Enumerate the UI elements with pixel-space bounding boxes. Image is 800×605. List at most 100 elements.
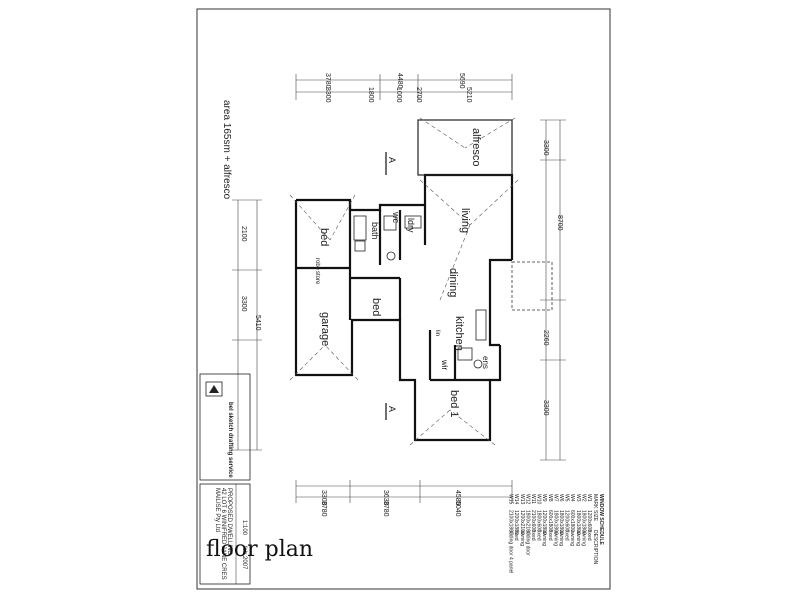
- schedule-header-cell: DESCRIPTION: [592, 530, 598, 565]
- schedule-cell: 1800x2100: [524, 510, 530, 535]
- section-marker-top: A: [387, 157, 397, 163]
- room-ens: ens: [481, 356, 490, 369]
- schedule-cell: 1200x1800: [541, 510, 547, 535]
- room-living: living: [459, 208, 471, 233]
- schedule-cell: 1200x2100: [519, 510, 525, 535]
- room-dining: dining: [447, 268, 459, 297]
- schedule-cell: 600x1800: [569, 510, 575, 532]
- schedule-title: WINDOW SCHEDULE: [598, 494, 604, 545]
- drafting-logo-icon: [205, 381, 223, 397]
- dim-bottom-inner-1: 3300: [320, 490, 327, 506]
- schedule-cell: fixed: [564, 530, 570, 541]
- schedule-cell: W11: [530, 494, 536, 504]
- alfresco-slab: [417, 119, 513, 176]
- schedule-cell: sliding door: [524, 530, 530, 556]
- dim-left-1: 2100: [240, 226, 247, 242]
- schedule-cell: 1200x600: [586, 510, 592, 532]
- schedule-cell: fixed: [536, 530, 542, 541]
- room-wir: wir: [440, 359, 449, 371]
- company-name: bel sketch drafting service: [227, 402, 233, 478]
- schedule-cell: W6: [558, 494, 564, 502]
- dim-top-inner-2: 1800: [367, 87, 374, 103]
- dim-top-inner-3: 1000: [395, 87, 402, 103]
- schedule-cell: awning: [541, 530, 547, 546]
- drawing-caption: floor plan: [206, 537, 314, 562]
- schedule-cell: W7: [552, 494, 558, 502]
- schedule-cell: 600x1800: [547, 510, 553, 532]
- schedule-cell: awning: [519, 530, 525, 546]
- schedule-cell: 1200x600: [564, 510, 570, 532]
- schedule-cell: 1800x1800: [552, 510, 558, 535]
- room-ldry: ldry: [406, 218, 416, 233]
- schedule-cell: W15: [508, 494, 514, 505]
- room-alfresco: alfresco: [470, 128, 482, 167]
- schedule-cell: 1800x1800: [575, 510, 581, 535]
- walls: [294, 173, 514, 442]
- dim-top-outer-2: 4480: [396, 73, 403, 89]
- schedule-header-cell: SIZE: [592, 510, 598, 522]
- dim-top-outer-3: 5690: [458, 73, 465, 89]
- store-outline: [511, 261, 553, 311]
- schedule-cell: W10: [536, 494, 542, 505]
- schedule-cell: W2: [580, 494, 586, 502]
- schedule-cell: fixed: [513, 530, 519, 541]
- schedule-cell: W12: [524, 494, 530, 505]
- title-block: bel sketch drafting service MAILISE Pty …: [199, 373, 251, 585]
- schedule-cell: 1800x1800: [580, 510, 586, 535]
- room-garage: garage: [319, 312, 331, 346]
- client-name: MAILISE Pty Ltd: [214, 488, 220, 532]
- room-bed-top: bed: [318, 228, 330, 246]
- site-address: 42 LOT 6 WINIFRED JANE CRES: [220, 488, 226, 580]
- dim-bottom-outer-1: 3780: [320, 501, 327, 517]
- room-wc: wc: [391, 211, 401, 223]
- project-name: PROPOSED DWELLING: [226, 488, 232, 555]
- room-kitchen: kitchen: [453, 316, 465, 351]
- schedule-cell: 1800x1800: [558, 510, 564, 535]
- schedule-cell: W5: [564, 494, 570, 502]
- schedule-cell: fixed: [586, 530, 592, 541]
- plan-frame: [232, 74, 566, 503]
- schedule-cell: awning: [552, 530, 558, 546]
- dim-bottom-outer-2: 3780: [382, 501, 389, 517]
- schedule-cell: W8: [547, 494, 553, 502]
- dim-bottom-inner-2: 3630: [382, 490, 389, 506]
- schedule-cell: W9: [541, 494, 547, 502]
- schedule-cell: awning: [580, 530, 586, 546]
- sheet-border: [196, 8, 611, 590]
- drawing-scale: 1:100: [241, 520, 247, 536]
- schedule-cell: W1: [586, 494, 592, 502]
- schedule-cell: awning: [569, 530, 575, 546]
- schedule-cell: sliding door 4 panel: [508, 530, 514, 573]
- schedule-cell: 2100x600: [530, 510, 536, 532]
- dimension-lines: [232, 74, 566, 503]
- schedule-cell: W4: [569, 494, 575, 502]
- roof-lines: [289, 117, 519, 446]
- schedule-cell: W13: [519, 494, 525, 505]
- room-store: store: [314, 271, 320, 285]
- schedule-cell: fixed: [547, 530, 553, 541]
- dim-bottom-outer-3: 5040: [454, 501, 461, 517]
- schedule-cell: W14: [513, 494, 519, 505]
- room-linen: lin: [434, 330, 440, 336]
- dim-right-1: 3300: [542, 140, 549, 156]
- schedule-cell: 2100x1800: [508, 510, 514, 535]
- dim-right-4: 3300: [542, 400, 549, 416]
- dim-bottom-inner-3: 4580: [454, 490, 461, 506]
- schedule-cell: 1200x1800: [513, 510, 519, 535]
- schedule-header-cell: MARK: [592, 494, 598, 509]
- section-marker-bottom: A: [387, 406, 397, 412]
- area-note: area 165sm + alfresco: [221, 100, 232, 200]
- room-bed-1: bed 1: [448, 390, 460, 418]
- dim-top-inner-4: 2700: [415, 87, 422, 103]
- room-bath: bath: [370, 222, 380, 240]
- dim-top-inner-1: 3300: [324, 87, 331, 103]
- drawing-date: feb 2007: [241, 546, 247, 570]
- schedule-cell: awning: [575, 530, 581, 546]
- room-bed-mid: bed: [370, 298, 382, 316]
- dim-right-2: 8700: [556, 215, 563, 231]
- dim-left-2: 3300: [240, 296, 247, 312]
- schedule-cell: 1800x600: [536, 510, 542, 532]
